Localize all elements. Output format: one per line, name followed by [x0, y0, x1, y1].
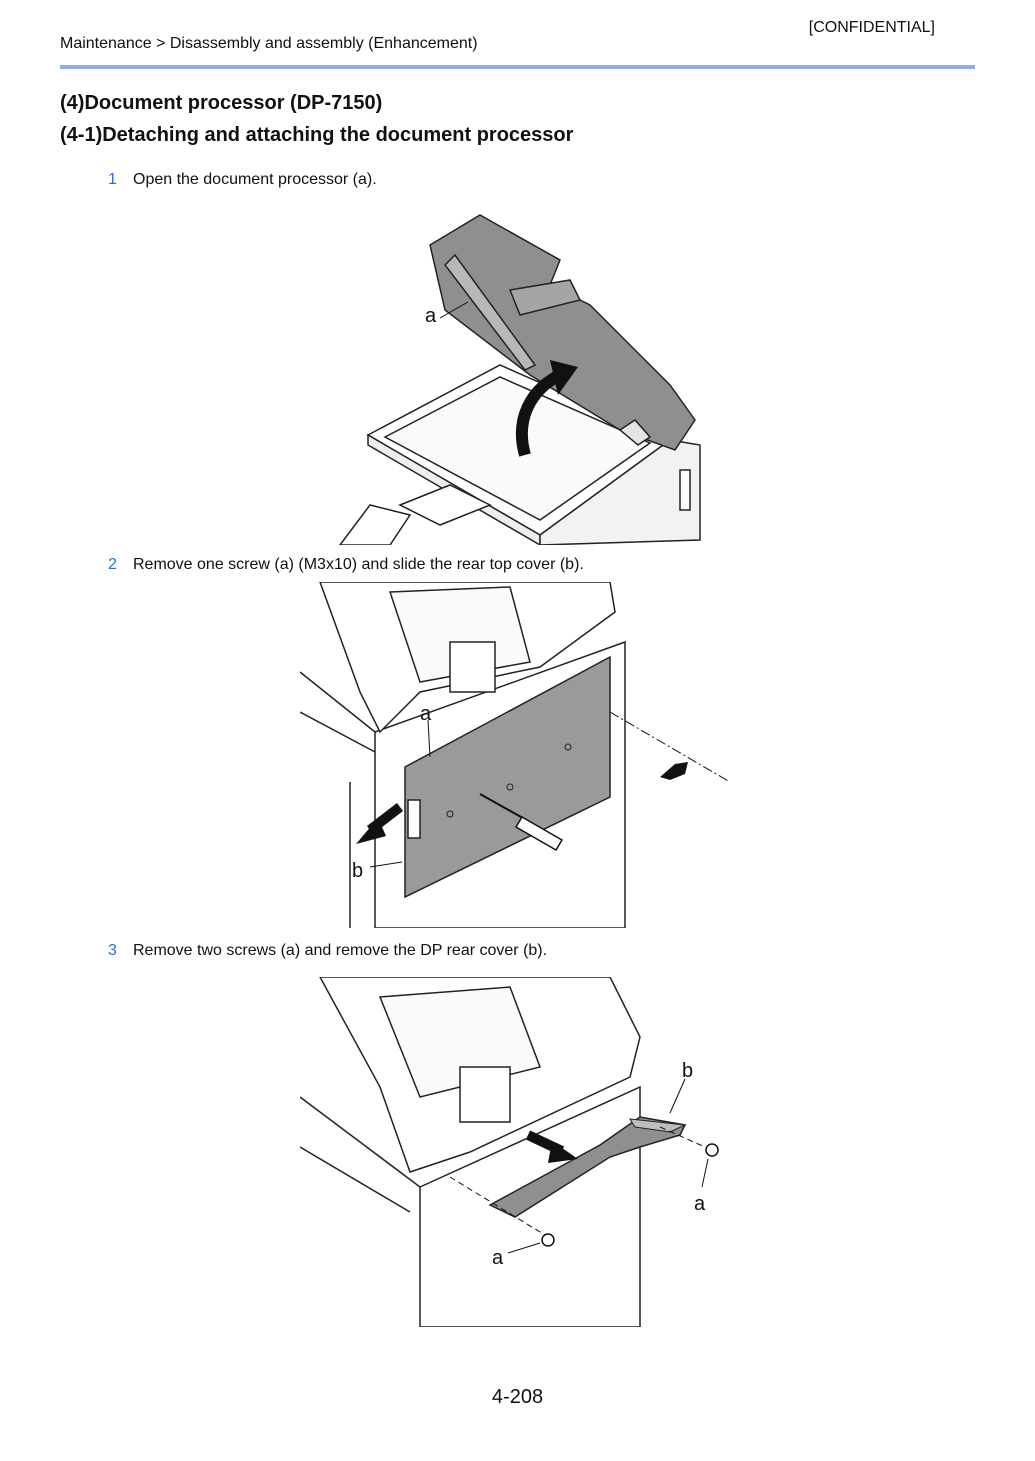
step-2: 2 Remove one screw (a) (M3x10) and slide … — [108, 556, 584, 574]
subsection-title: (4-1)Detaching and attaching the documen… — [60, 124, 574, 146]
callout-a: a — [492, 1247, 504, 1269]
step-number: 3 — [108, 942, 117, 959]
callout-a: a — [425, 305, 437, 327]
section-title: (4)Document processor (DP-7150) — [60, 92, 383, 114]
confidential-label: [CONFIDENTIAL] — [808, 19, 935, 36]
callout-a: a — [420, 703, 432, 725]
page-number: 4-208 — [491, 1386, 544, 1408]
figure-open-document-processor: a — [339, 214, 701, 545]
figure-dp-rear-cover: b a a — [300, 977, 719, 1327]
step-number: 2 — [108, 556, 117, 573]
step-number: 1 — [108, 171, 117, 188]
callout-b: b — [682, 1060, 693, 1082]
header-divider — [60, 65, 975, 69]
callout-a: a — [694, 1193, 706, 1215]
step-text: Open the document processor (a). — [133, 171, 377, 188]
breadcrumb: Maintenance > Disassembly and assembly (… — [60, 35, 478, 52]
figure-rear-top-cover: a b — [300, 582, 731, 928]
step-text: Remove two screws (a) and remove the DP … — [133, 942, 548, 959]
step-3: 3 Remove two screws (a) and remove the DP… — [108, 942, 547, 960]
step-1: 1 Open the document processor (a). — [108, 171, 377, 189]
step-text: Remove one screw (a) (M3x10) and slide t… — [133, 556, 584, 573]
callout-b: b — [352, 860, 363, 882]
